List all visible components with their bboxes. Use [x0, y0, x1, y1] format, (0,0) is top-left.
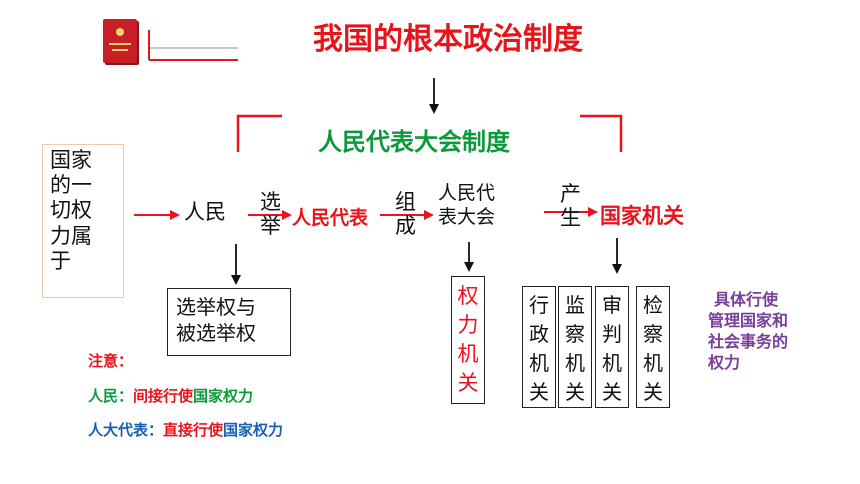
organ-box-procuratorial: 检察机关 [636, 286, 670, 408]
power-organs-box: 权力机关 [451, 276, 485, 404]
elect-verb: 选举 [260, 190, 281, 239]
system-bracket-left [236, 114, 282, 152]
left-statement-text: 国家的一切权力属于 [50, 148, 92, 273]
organ-box-judicial: 审判机关 [595, 286, 629, 408]
form-verb: 组成 [395, 190, 416, 239]
state-organs-label: 国家机关 [600, 204, 684, 228]
organ-box-administrative: 行政机关 [522, 286, 556, 408]
people-label: 人民 [184, 200, 226, 224]
manage-note: 具体行使 管理国家和 社会事务的 权力 [708, 289, 788, 373]
notes-heading: 注意： [88, 352, 134, 370]
rights-line-2: 被选举权 [176, 321, 256, 345]
note-deputy: 人大代表：直接行使国家权力 [88, 421, 284, 439]
power-organs-text: 权力机关 [457, 284, 479, 395]
organ-box-supervisory: 监察机关 [558, 286, 592, 408]
produce-verb: 产生 [560, 182, 581, 231]
manage-note-line-3: 社会事务的 [708, 332, 789, 352]
note-people: 人民：间接行使国家权力 [88, 387, 254, 405]
npc-label: 人民代表大会 [438, 182, 496, 228]
constitution-book-icon [103, 19, 137, 63]
system-name: 人民代表大会制度 [318, 128, 510, 156]
rights-line-1: 选举权与 [176, 295, 256, 319]
system-bracket-right [580, 114, 623, 152]
manage-note-line-2: 管理国家和 [708, 311, 789, 331]
rights-box: 选举权与 被选举权 [167, 288, 291, 356]
manage-note-line-1: 具体行使 [714, 290, 779, 309]
left-statement-box: 国家的一切权力属于 [42, 144, 124, 298]
deputies-label: 人民代表 [292, 207, 369, 229]
page-title: 我国的根本政治制度 [313, 22, 583, 57]
manage-note-line-4: 权力 [708, 353, 741, 373]
